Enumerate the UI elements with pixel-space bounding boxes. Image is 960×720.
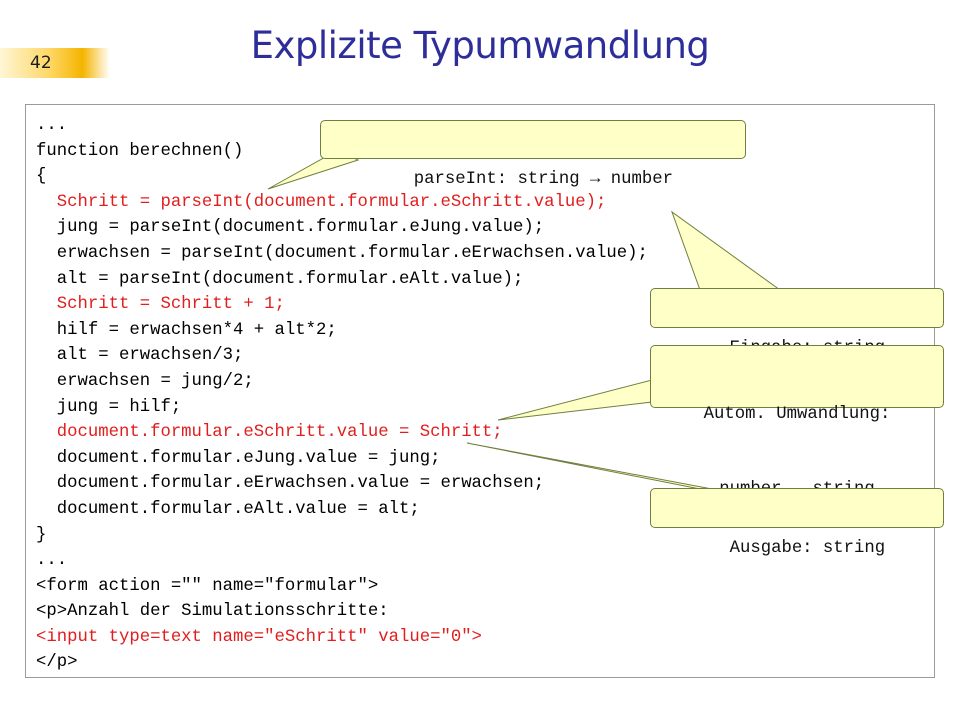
callout-ausgabe-text: Ausgabe: string bbox=[729, 539, 886, 558]
code-line: Schritt = Schritt + 1; bbox=[36, 295, 285, 315]
leader-autom bbox=[497, 379, 653, 421]
code-line: Schritt = parseInt(document.formular.eSc… bbox=[36, 192, 607, 212]
callout-autom-line1: Autom. Umwandlung: bbox=[703, 405, 891, 424]
callout-ausgabe: Ausgabe: string bbox=[650, 488, 944, 558]
code-line: erwachsen = jung/2; bbox=[36, 371, 254, 391]
callout-autom-umwandlung: Autom. Umwandlung: number → string bbox=[650, 345, 944, 499]
code-line: function berechnen() bbox=[36, 141, 244, 161]
slide-title: Explizite Typumwandlung bbox=[250, 24, 710, 67]
code-line: jung = parseInt(document.formular.eJung.… bbox=[36, 218, 545, 238]
code-line: <input type=text name="eSchritt" value="… bbox=[36, 627, 482, 647]
code-line: <p>Anzahl der Simulationsschritte: bbox=[36, 602, 389, 622]
code-line: <form action ="" name="formular"> bbox=[36, 576, 379, 596]
code-line: document.formular.eSchritt.value = Schri… bbox=[36, 423, 503, 443]
code-line: } bbox=[36, 525, 47, 545]
code-line: jung = hilf; bbox=[36, 397, 182, 417]
slide-number-bar bbox=[0, 48, 110, 78]
callout-eingabe: Eingabe: string bbox=[650, 288, 944, 358]
code-line: ... bbox=[36, 116, 68, 135]
code-line: document.formular.eAlt.value = alt; bbox=[36, 499, 420, 519]
code-line: </p> bbox=[36, 653, 78, 673]
code-line: hilf = erwachsen*4 + alt*2; bbox=[36, 320, 337, 340]
code-line: ... bbox=[36, 551, 68, 571]
slide-number: 42 bbox=[30, 53, 52, 73]
code-listing: ... function berechnen() { Schritt = parse… bbox=[36, 113, 648, 676]
code-line: alt = erwachsen/3; bbox=[36, 346, 244, 366]
code-line: { bbox=[36, 167, 47, 187]
leader-eingabe bbox=[670, 210, 782, 291]
code-line: alt = parseInt(document.formular.eAlt.va… bbox=[36, 269, 524, 289]
callout-parseint: parseInt: string → number bbox=[320, 120, 746, 189]
code-line: erwachsen = parseInt(document.formular.e… bbox=[36, 243, 648, 263]
code-line: document.formular.eErwachsen.value = erw… bbox=[36, 474, 545, 494]
callout-parseint-text: parseInt: string → number bbox=[413, 170, 673, 189]
code-line: document.formular.eJung.value = jung; bbox=[36, 448, 441, 468]
